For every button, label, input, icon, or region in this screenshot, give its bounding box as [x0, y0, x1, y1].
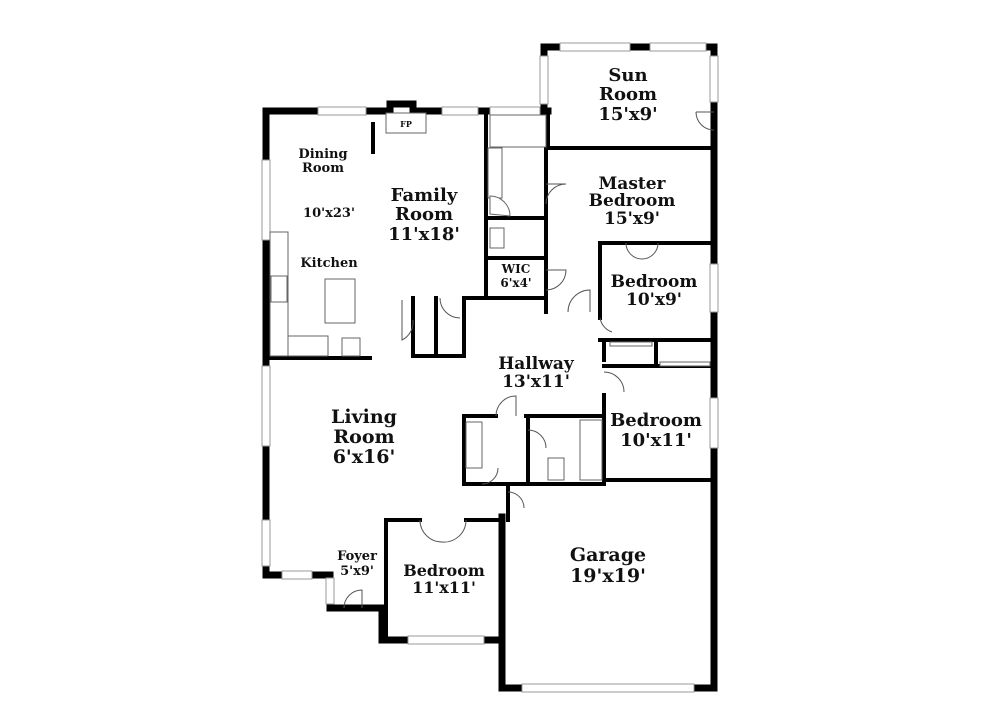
garage-name: Garage: [570, 544, 646, 566]
hall-bath-toilet: [547, 457, 565, 481]
living-room-name-2: Room: [333, 426, 394, 448]
kitchen-dishwasher: [341, 337, 361, 357]
sun-room-size: 15'x9': [598, 104, 657, 125]
closet-shelf-b: [659, 361, 711, 367]
foyer-size: 5'x9': [340, 564, 374, 579]
fireplace-label: FP: [400, 119, 412, 129]
garage-size: 19'x19': [570, 565, 646, 587]
dining-room-name-2: Room: [302, 161, 344, 176]
master-toilet: [489, 227, 505, 249]
master-bedroom-size: 15'x9': [604, 209, 660, 229]
bedroom-a-name: Bedroom: [611, 272, 698, 292]
foyer-name: Foyer: [337, 549, 377, 564]
kitchen-sink: [270, 275, 288, 303]
kitchen-counter-south: [287, 335, 329, 357]
fixtures: [269, 112, 711, 481]
closet-shelf-a: [609, 341, 653, 347]
master-vanity: [487, 147, 503, 199]
family-room-size: 11'x18': [388, 224, 460, 245]
living-room-size: 6'x16': [333, 446, 396, 468]
kitchen-island: [324, 278, 356, 324]
master-bedroom-name-2: Bedroom: [589, 191, 676, 211]
wic-name: WIC: [501, 262, 531, 276]
dining-room-size: 10'x23': [303, 206, 355, 221]
room-labels: Sun Room 15'x9' Master Bedroom 15'x9' Fa…: [298, 65, 701, 597]
bedroom-a-size: 10'x9': [626, 290, 682, 310]
bedroom-c-name: Bedroom: [403, 561, 485, 580]
master-shower: [489, 114, 547, 148]
master-bedroom-name-1: Master: [598, 174, 666, 194]
wic-size: 6'x4': [500, 276, 531, 290]
living-room-name-1: Living: [331, 406, 397, 428]
bedroom-b-name: Bedroom: [610, 410, 702, 431]
dining-room-name-1: Dining: [298, 147, 347, 162]
master-tub: [489, 195, 511, 217]
windows: [261, 42, 719, 693]
hallway-size: 13'x11': [502, 372, 570, 392]
family-room-name-2: Room: [395, 204, 453, 225]
family-room-name-1: Family: [391, 185, 458, 206]
hall-bath-vanity: [465, 421, 483, 469]
sun-room-name-2: Room: [599, 84, 657, 105]
bedroom-c-size: 11'x11': [412, 578, 476, 597]
bedroom-b-size: 10'x11': [620, 430, 692, 451]
doors: [343, 111, 715, 609]
fireplace-box: [385, 112, 427, 134]
interior-walls: [264, 109, 716, 642]
hallway-name: Hallway: [498, 354, 575, 374]
kitchen-name: Kitchen: [300, 256, 358, 271]
sun-room-name-1: Sun: [608, 65, 647, 86]
hall-bath-shower: [579, 419, 603, 481]
